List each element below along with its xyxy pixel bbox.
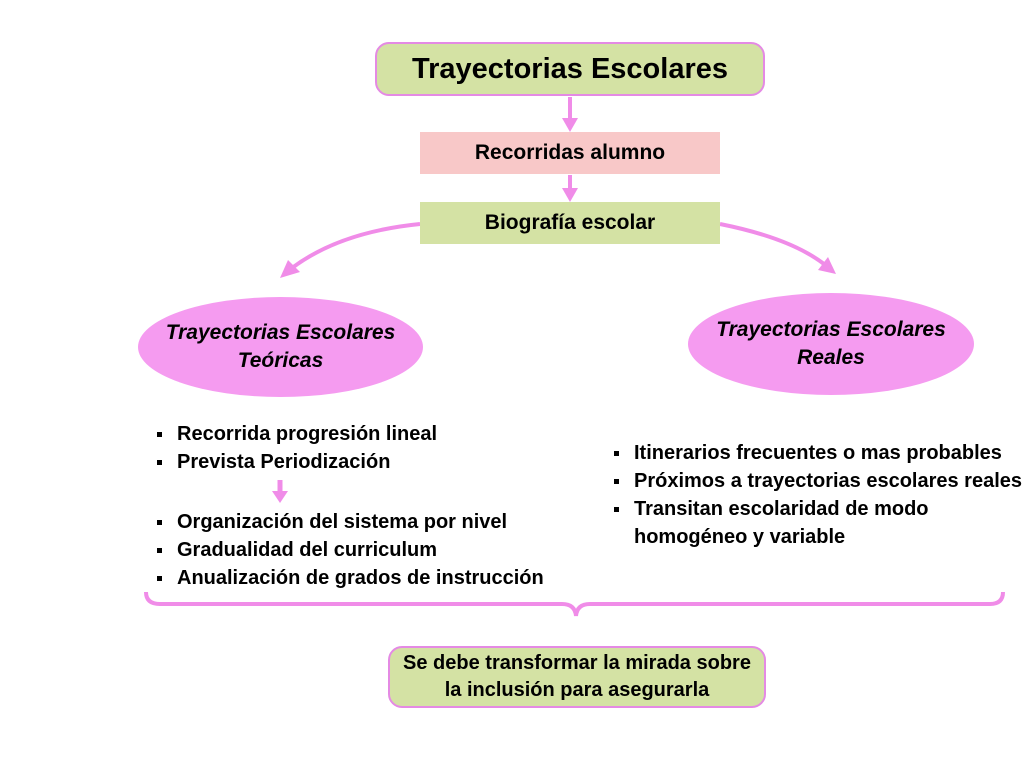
title-box: Trayectorias Escolares: [375, 42, 765, 96]
ellipse-teoricas: Trayectorias Escolares Teóricas: [138, 297, 423, 397]
teoricas-list-top: Recorrida progresión lineal Prevista Per…: [155, 420, 437, 476]
arrow-title-to-recorridas: [562, 97, 578, 132]
list-item: Itinerarios frecuentes o mas probables: [612, 439, 1022, 467]
list-item: Anualización de grados de instrucción: [155, 564, 544, 592]
ellipse-teoricas-line2: Teóricas: [237, 349, 324, 372]
list-item-text: Anualización de grados de instrucción: [177, 567, 544, 589]
ellipse-reales-line1: Trayectorias Escolares: [716, 318, 946, 341]
recorridas-text: Recorridas alumno: [474, 141, 666, 164]
curly-brace: [144, 591, 1005, 617]
conclusion-box: Se debe transformar la mirada sobre la i…: [388, 646, 766, 708]
recorridas-box: Recorridas alumno: [420, 132, 720, 174]
bullet-icon: [157, 432, 162, 437]
bullet-icon: [614, 451, 619, 456]
list-item: Prevista Periodización: [155, 448, 437, 476]
bullet-icon: [614, 479, 619, 484]
biografia-box: Biografía escolar: [420, 202, 720, 244]
biografia-text: Biografía escolar: [484, 211, 656, 234]
list-item-text: Prevista Periodización: [177, 451, 391, 473]
list-item: Transitan escolaridad de modo homogéneo y…: [612, 495, 1022, 551]
list-item-text: Gradualidad del curriculum: [177, 539, 438, 561]
arrow-biografia-to-left: [280, 222, 421, 278]
bullet-icon: [157, 576, 162, 581]
teoricas-list-bottom: Organización del sistema por nivel Gradu…: [155, 508, 544, 592]
ellipse-reales-line2: Reales: [797, 346, 865, 369]
list-item-text: Organización del sistema por nivel: [177, 511, 508, 533]
ellipse-reales: Trayectorias Escolares Reales: [688, 293, 974, 395]
arrow-left-list: [272, 480, 288, 503]
list-item-text: Recorrida progresión lineal: [177, 423, 438, 445]
conclusion-line2: la inclusión para asegurarla: [444, 679, 710, 701]
list-item: Gradualidad del curriculum: [155, 536, 544, 564]
list-item-continuation: homogéneo y variable: [634, 526, 846, 548]
bullet-icon: [157, 548, 162, 553]
reales-list: Itinerarios frecuentes o mas probables P…: [612, 439, 1022, 551]
list-item: Recorrida progresión lineal: [155, 420, 437, 448]
list-item: Organización del sistema por nivel: [155, 508, 544, 536]
list-item-text: Próximos a trayectorias escolares reales: [634, 470, 1023, 492]
arrow-recorridas-to-biografia: [562, 175, 578, 202]
bullet-icon: [614, 507, 619, 512]
arrow-biografia-to-right: [719, 222, 836, 274]
list-item: Próximos a trayectorias escolares reales: [612, 467, 1022, 495]
list-item-text: Itinerarios frecuentes o mas probables: [634, 442, 1002, 464]
bullet-icon: [157, 460, 162, 465]
bullet-icon: [157, 520, 162, 525]
conclusion-line1: Se debe transformar la mirada sobre: [403, 652, 751, 674]
title-text: Trayectorias Escolares: [412, 52, 728, 85]
ellipse-teoricas-line1: Trayectorias Escolares: [165, 321, 396, 344]
list-item-text: Transitan escolaridad de modo: [634, 498, 929, 520]
